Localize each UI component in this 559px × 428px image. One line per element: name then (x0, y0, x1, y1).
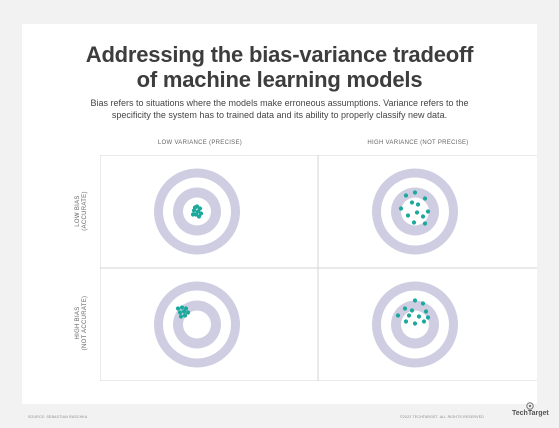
prediction-dot (412, 321, 418, 326)
prediction-dot (422, 196, 428, 201)
prediction-dot (179, 305, 185, 310)
prediction-dot (403, 193, 409, 198)
prediction-dot (409, 308, 415, 313)
prediction-dot (411, 220, 417, 225)
prediction-dot (181, 309, 187, 314)
prediction-dot (422, 221, 428, 226)
prediction-dot (425, 315, 431, 320)
prediction-dot (198, 211, 204, 216)
target-low-bias-low-variance (154, 168, 240, 255)
techtarget-logo-icon (526, 402, 534, 410)
prediction-dot (420, 214, 426, 219)
prediction-dot (403, 319, 409, 324)
brand-name: TechTarget (512, 410, 549, 417)
target-high-bias-high-variance (372, 281, 458, 368)
prediction-dot (195, 209, 201, 214)
prediction-dot (409, 200, 415, 205)
page-title: Addressing the bias-variance tradeoff of… (22, 42, 537, 92)
prediction-dot (192, 205, 198, 210)
prediction-dot (177, 310, 183, 315)
row-label-low-bias-line-2: (ACCURATE) (82, 191, 88, 231)
copyright-notice: ©2022 TECHTARGET. ALL RIGHTS RESERVED (400, 415, 484, 419)
infographic-card: Addressing the bias-variance tradeoff of… (22, 24, 537, 404)
column-label-low-variance: LOW VARIANCE (PRECISE) (157, 140, 243, 146)
prediction-dot (197, 206, 203, 211)
row-label-high-bias: HIGH BIAS (NOT ACCURATE) (75, 283, 89, 363)
prediction-dot (406, 313, 412, 318)
prediction-dot (402, 306, 408, 311)
prediction-dot (183, 306, 189, 311)
title-line-1: Addressing the bias-variance tradeoff (85, 42, 474, 67)
row-label-high-bias-line-1: HIGH BIAS (75, 306, 81, 340)
prediction-dot (412, 190, 418, 195)
row-label-low-bias-line-1: LOW BIAS (75, 195, 81, 227)
prediction-dot (398, 206, 404, 211)
row-label-high-bias-line-2: (NOT ACCURATE) (82, 295, 88, 351)
prediction-dot (421, 319, 427, 324)
target-low-bias-high-variance (372, 168, 458, 255)
prediction-dot (415, 202, 421, 207)
prediction-dot (414, 210, 420, 215)
prediction-dot (425, 209, 431, 214)
grid-svg (100, 155, 537, 381)
target-high-bias-low-variance (154, 281, 240, 368)
prediction-dot (412, 298, 418, 303)
prediction-dot (190, 212, 196, 217)
subtitle: Bias refers to situations where the mode… (52, 97, 507, 121)
prediction-dot (196, 214, 202, 219)
source-credit: SOURCE: SEBASTIAN RASCHKA (28, 415, 88, 419)
prediction-dot (395, 313, 401, 318)
bias-variance-grid (100, 155, 537, 381)
target-ring (401, 197, 429, 226)
column-label-high-variance: HIGH VARIANCE (NOT PRECISE) (367, 140, 469, 146)
prediction-dot (420, 301, 426, 306)
subtitle-line-1: Bias refers to situations where the mode… (90, 98, 469, 108)
prediction-dot (405, 213, 411, 218)
prediction-dot (423, 309, 429, 314)
prediction-dot (185, 310, 191, 315)
row-label-low-bias: LOW BIAS (ACCURATE) (75, 171, 89, 251)
prediction-dot (178, 314, 184, 319)
prediction-dot (182, 313, 188, 318)
target-ring (183, 310, 211, 339)
subtitle-line-2: specificity the system has to trained da… (111, 110, 448, 120)
prediction-dot (175, 306, 181, 311)
title-line-2: of machine learning models (136, 67, 423, 92)
prediction-dot (416, 314, 422, 319)
prediction-dot (193, 212, 199, 217)
